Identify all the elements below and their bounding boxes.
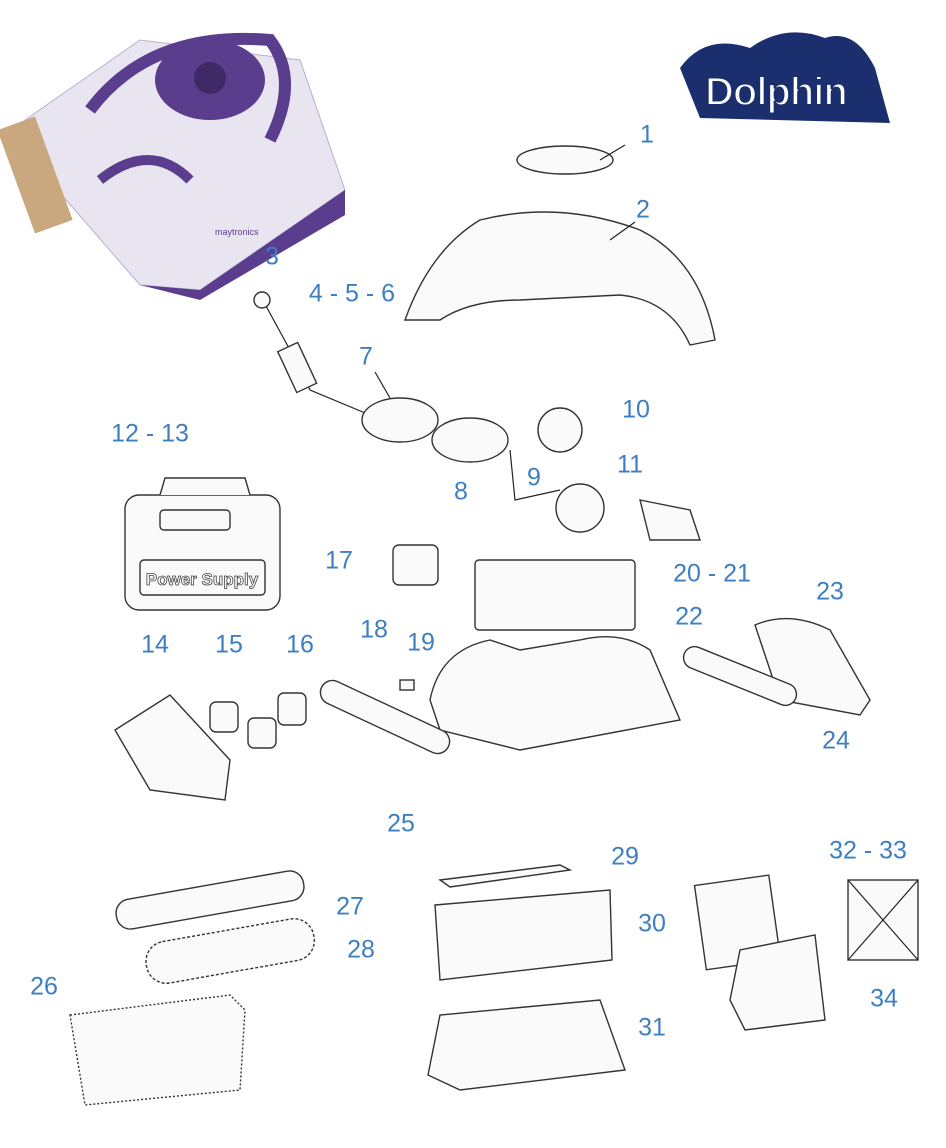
callout-17: 17 bbox=[325, 546, 353, 575]
callout-4-6: 4 - 5 - 6 bbox=[308, 279, 396, 308]
part-2-housing bbox=[404, 211, 716, 346]
part-12-13-power-supply: Power Supply bbox=[124, 477, 281, 611]
callout-26: 26 bbox=[30, 972, 58, 1001]
callout-20-21: 20 - 21 bbox=[673, 559, 751, 588]
callout-32-33: 32 - 33 bbox=[829, 836, 907, 865]
callout-27: 27 bbox=[336, 892, 364, 921]
callout-16: 16 bbox=[286, 630, 314, 659]
callout-34: 34 bbox=[870, 984, 898, 1013]
callout-11: 11 bbox=[617, 450, 643, 479]
part-20-21-motor bbox=[474, 559, 636, 631]
callout-1: 1 bbox=[640, 120, 654, 149]
callout-15: 15 bbox=[215, 630, 243, 659]
callout-14: 14 bbox=[141, 630, 169, 659]
callout-22: 22 bbox=[675, 602, 703, 631]
robot-photo: maytronics bbox=[0, 32, 346, 300]
callout-24: 24 bbox=[822, 726, 850, 755]
power-supply-label: Power Supply bbox=[146, 570, 259, 589]
callout-18: 18 bbox=[360, 615, 388, 644]
callout-31: 31 bbox=[638, 1013, 666, 1042]
robot-photo-brand: maytronics bbox=[215, 227, 259, 237]
callout-25: 25 bbox=[387, 809, 415, 838]
callout-8: 8 bbox=[454, 477, 468, 506]
callout-3: 3 bbox=[265, 242, 279, 271]
callout-10: 10 bbox=[622, 395, 650, 424]
callout-29: 29 bbox=[611, 842, 639, 871]
callout-12-13: 12 - 13 bbox=[111, 419, 189, 448]
callout-30: 30 bbox=[638, 909, 666, 938]
callout-19: 19 bbox=[407, 628, 435, 657]
callout-2: 2 bbox=[636, 195, 650, 224]
part-1-cover bbox=[516, 145, 614, 175]
logo-text: Dolphin bbox=[704, 69, 849, 115]
dolphin-logo: Dolphin bbox=[675, 28, 900, 128]
callout-7: 7 bbox=[359, 342, 373, 371]
callout-9: 9 bbox=[527, 463, 541, 492]
part-22-chassis bbox=[429, 635, 681, 751]
callout-28: 28 bbox=[347, 935, 375, 964]
callout-23: 23 bbox=[816, 577, 844, 606]
